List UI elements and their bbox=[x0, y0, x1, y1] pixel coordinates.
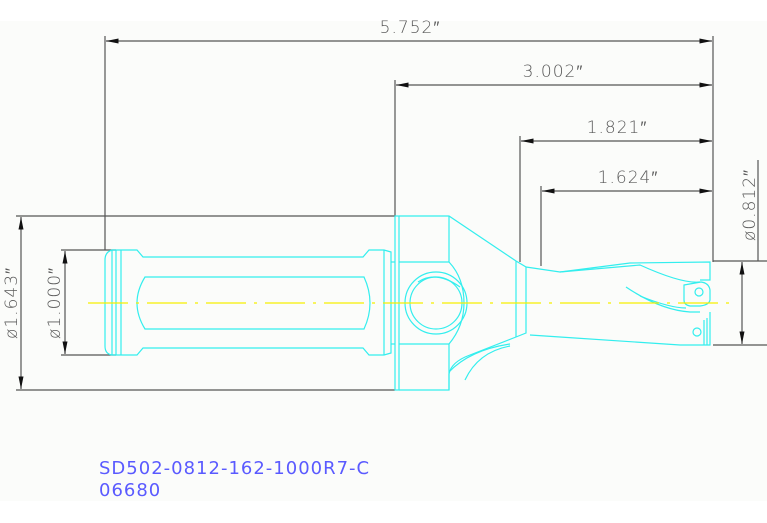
flange-diameter-label: ø1.643″ bbox=[2, 267, 22, 339]
body-length-label: 3.002″ bbox=[523, 62, 584, 82]
dimension-drill-diameter: ø0.812″ bbox=[713, 160, 767, 346]
dimension-drill-depth: 1.624″ bbox=[540, 168, 712, 266]
overall-length-label: 5.752″ bbox=[380, 18, 441, 38]
drill-depth-label: 1.624″ bbox=[598, 168, 659, 188]
dimension-shank-diameter: ø1.000″ bbox=[45, 249, 116, 356]
dimension-flange-diameter: ø1.643″ bbox=[2, 215, 395, 391]
drill-diameter-label: ø0.812″ bbox=[740, 169, 760, 241]
drill-head bbox=[525, 261, 711, 346]
dimension-flute-length: 1.821″ bbox=[519, 118, 712, 262]
shank-diameter-label: ø1.000″ bbox=[45, 267, 65, 339]
dimension-overall-length: 5.752″ bbox=[104, 18, 714, 262]
part-code: 06680 bbox=[99, 480, 161, 501]
dimension-body-length: 3.002″ bbox=[394, 62, 712, 216]
part-number: SD502-0812-162-1000R7-C bbox=[99, 458, 370, 479]
flute-length-label: 1.821″ bbox=[587, 118, 648, 138]
